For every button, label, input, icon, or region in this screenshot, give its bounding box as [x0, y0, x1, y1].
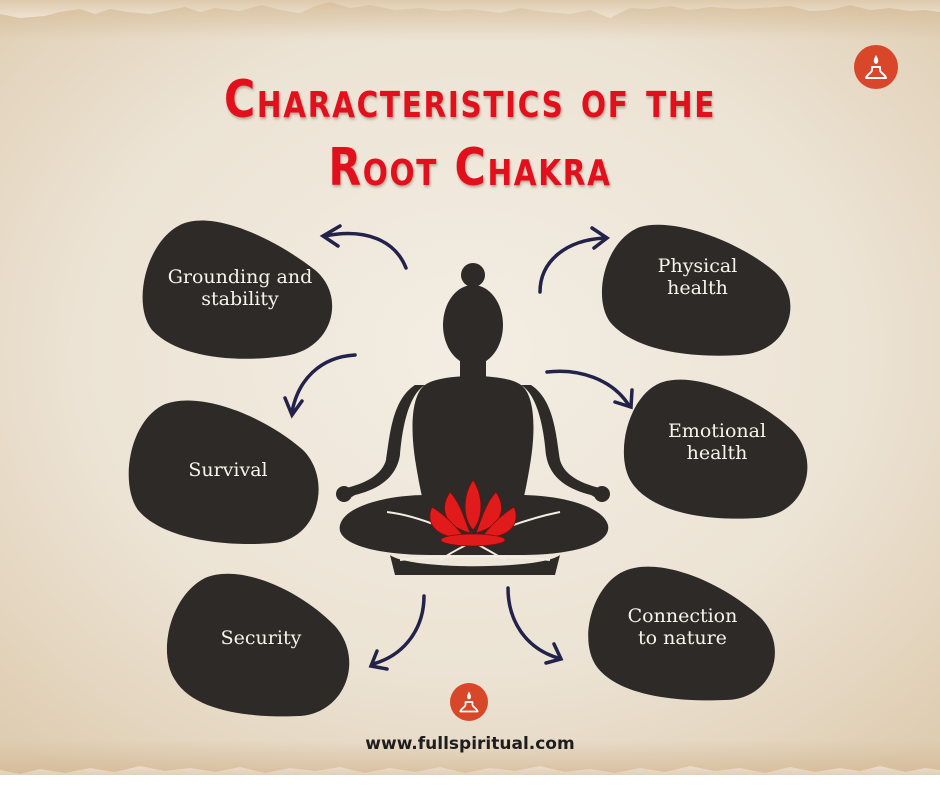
website-url[interactable]: www.fullspiritual.com: [365, 734, 575, 754]
characteristic-security: Security: [165, 568, 357, 718]
characteristic-label: Connection: [627, 605, 738, 627]
characteristic-label: Physical: [657, 255, 738, 277]
page-title-line2: Root Chakra: [328, 138, 612, 198]
arrow-icon: [545, 369, 634, 410]
characteristic-survival: Survival: [128, 395, 328, 545]
characteristic-label: Survival: [188, 459, 268, 481]
characteristic-label: Grounding and: [167, 265, 313, 288]
page-title-line1: Characteristics of the: [224, 70, 716, 130]
arrow-icon: [283, 353, 357, 419]
characteristic-label: stability: [201, 287, 279, 310]
arrow-icon: [319, 224, 408, 270]
red-lotus-icon: [429, 479, 517, 547]
meditation-flame-icon: [865, 55, 887, 79]
characteristic-label: health: [686, 441, 748, 464]
arrow-icon: [506, 586, 564, 665]
characteristic-label: Security: [220, 627, 302, 649]
meditating-figure: [336, 263, 610, 575]
meditation-flame-icon: [459, 691, 479, 713]
characteristic-label: to nature: [638, 627, 727, 649]
arrow-icon: [538, 226, 611, 294]
brand-logo-top: [854, 45, 898, 89]
brand-logo-bottom: [450, 683, 488, 721]
arrow-icon: [368, 594, 426, 671]
characteristic-label: health: [667, 277, 728, 299]
characteristic-label: Emotional: [667, 419, 767, 442]
